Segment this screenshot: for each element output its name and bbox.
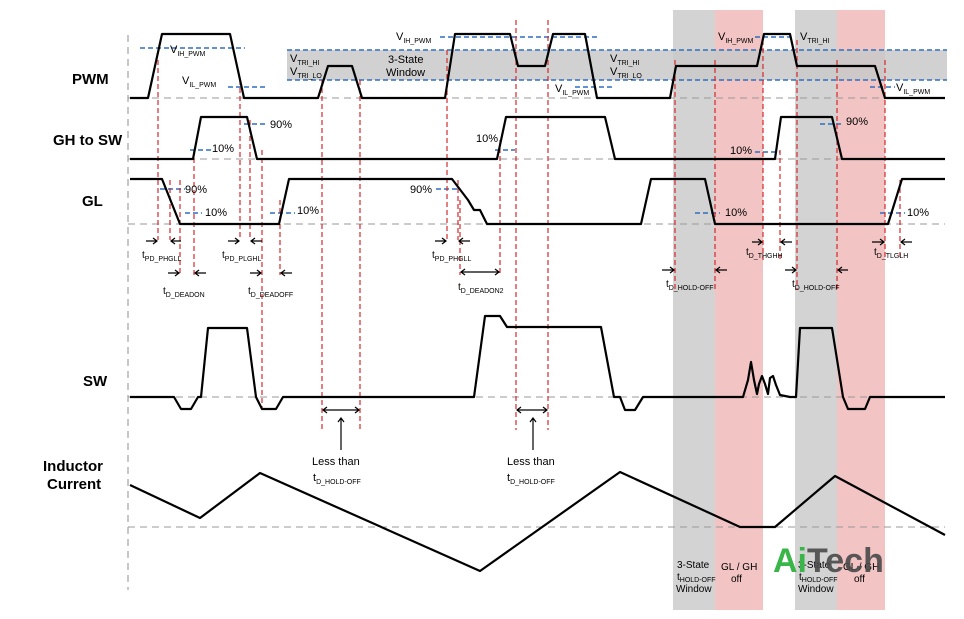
band-3state-label-1: 3-State bbox=[677, 560, 710, 571]
window-label-1: 3-State bbox=[388, 54, 423, 66]
gl-waveform bbox=[130, 177, 945, 226]
td-deadon-label: tD_DEADON bbox=[163, 286, 205, 299]
td-holdoff-label-1: tD_HOLD-OFF bbox=[666, 279, 714, 292]
tpd-phgll-label: tPD_PHGLL bbox=[142, 250, 181, 263]
row-label-inductor-2: Current bbox=[47, 476, 101, 493]
timing-labels: tPD_PHGLL tPD_PLGHL tD_DEADON tD_DEADOFF… bbox=[142, 247, 908, 486]
row-label-pwm: PWM bbox=[72, 71, 109, 88]
vil-label-3: VIL_PWM bbox=[896, 82, 930, 96]
window-label-2: Window bbox=[386, 67, 425, 79]
gh-10-label-2: 10% bbox=[476, 133, 498, 145]
vtri-hi-label-2: VTRI_HI bbox=[610, 53, 640, 67]
vih-label: VIH_PWM bbox=[170, 44, 206, 58]
arrow-holdoff-2 bbox=[785, 266, 848, 274]
logo-text: AiTech bbox=[773, 542, 884, 580]
row-label-gl: GL bbox=[82, 193, 103, 210]
gl-90-label-2: 90% bbox=[410, 184, 432, 196]
arrow-pd-phgll-2 bbox=[435, 237, 470, 245]
timing-arrows bbox=[146, 237, 912, 450]
band-window-label-2: Window bbox=[798, 584, 834, 595]
td-deadon2-label: tD_DEADON2 bbox=[458, 282, 504, 295]
vih-label-2: VIH_PWM bbox=[396, 31, 432, 45]
band-off-label-2: off bbox=[854, 574, 865, 585]
aitech-logo: AiTech bbox=[773, 542, 884, 580]
sw-waveform bbox=[130, 314, 945, 412]
arrow-thghh bbox=[752, 238, 792, 246]
background-bands bbox=[287, 10, 947, 610]
pwm-waveform bbox=[130, 32, 945, 100]
td-tlglh-label: tD_TLGLH bbox=[874, 247, 908, 260]
tpd-plghl-label: tPD_PLGHL bbox=[222, 250, 261, 263]
less-than-label-2: Less than bbox=[507, 456, 555, 468]
gh-10-label-3: 10% bbox=[730, 145, 752, 157]
pink-band-1 bbox=[715, 10, 763, 610]
band-labels: 3-State tHOLD-OFF Window GL / GH off 3-S… bbox=[676, 560, 879, 595]
less-than-label-1: Less than bbox=[312, 456, 360, 468]
row-label-sw: SW bbox=[83, 373, 108, 390]
vtri-lo-label: VTRI_LO bbox=[290, 66, 322, 80]
arrow-pd-phgll bbox=[146, 237, 181, 245]
td-deadoff-label: tD_DEADOFF bbox=[248, 286, 293, 299]
inductor-current-waveform bbox=[129, 470, 946, 573]
arrow-d-deadoff bbox=[250, 269, 292, 277]
band-off-label-1: off bbox=[731, 574, 742, 585]
pink-band-2 bbox=[837, 10, 885, 610]
gh-90-label: 90% bbox=[270, 119, 292, 131]
gh-waveform bbox=[130, 115, 945, 161]
gl-10-label: 10% bbox=[205, 207, 227, 219]
vtri-hi-label: VTRI_HI bbox=[290, 53, 320, 67]
gray-band-2 bbox=[795, 10, 837, 610]
less-than-sub-label-1: tD_HOLD-OFF bbox=[313, 472, 361, 486]
gh-90-label-3: 90% bbox=[846, 116, 868, 128]
row-label-gh: GH to SW bbox=[53, 132, 123, 149]
arrow-less-than-1 bbox=[322, 406, 360, 450]
band-glgh-label-1: GL / GH bbox=[721, 562, 757, 573]
gl-10-label-2: 10% bbox=[297, 205, 319, 217]
band-holdoff-label-2: tHOLD-OFF bbox=[799, 572, 838, 584]
arrow-tlglh bbox=[872, 238, 912, 246]
vil-label-2: VIL_PWM bbox=[555, 83, 589, 97]
percent-annotations: 90% 10% 10% 10% 90% 90% 10% 10% 90% 10% … bbox=[185, 116, 929, 219]
arrow-pd-plghl bbox=[228, 237, 262, 245]
band-glgh-label-2: GL / GH bbox=[843, 562, 879, 573]
vil-label: VIL_PWM bbox=[182, 75, 216, 89]
gray-band-1 bbox=[673, 10, 715, 610]
gl-90-label: 90% bbox=[185, 184, 207, 196]
vtri-lo-label-2: VTRI_LO bbox=[610, 66, 642, 80]
arrow-d-deadon bbox=[168, 269, 206, 277]
td-thghh-label: tD_THGHH bbox=[746, 247, 783, 260]
arrow-holdoff-1 bbox=[662, 266, 727, 274]
row-labels: PWM GH to SW GL SW Inductor Current bbox=[43, 71, 123, 493]
band-3state-label-2: 3-State bbox=[798, 560, 831, 571]
td-holdoff-label-2: tD_HOLD-OFF bbox=[792, 279, 840, 292]
less-than-sub-label-2: tD_HOLD-OFF bbox=[507, 472, 555, 486]
arrow-less-than-2 bbox=[516, 406, 548, 450]
vih-label-3: VIH_PWM bbox=[718, 31, 754, 45]
band-holdoff-label-1: tHOLD-OFF bbox=[677, 572, 716, 584]
gl-10-label-4: 10% bbox=[907, 207, 929, 219]
tpd-phgll-label-2: tPD_PHGLL bbox=[432, 250, 471, 263]
pwm-annotations: VIH_PWM VIL_PWM VTRI_HI VTRI_LO 3-State … bbox=[170, 31, 930, 97]
row-label-inductor-1: Inductor bbox=[43, 458, 103, 475]
gl-10-label-3: 10% bbox=[725, 207, 747, 219]
arrow-d-deadon2 bbox=[460, 268, 500, 276]
waveforms bbox=[129, 32, 946, 573]
gh-10-label: 10% bbox=[212, 143, 234, 155]
band-window-label-1: Window bbox=[676, 584, 712, 595]
vtri-hi-label-3: VTRI_HI bbox=[800, 31, 830, 45]
